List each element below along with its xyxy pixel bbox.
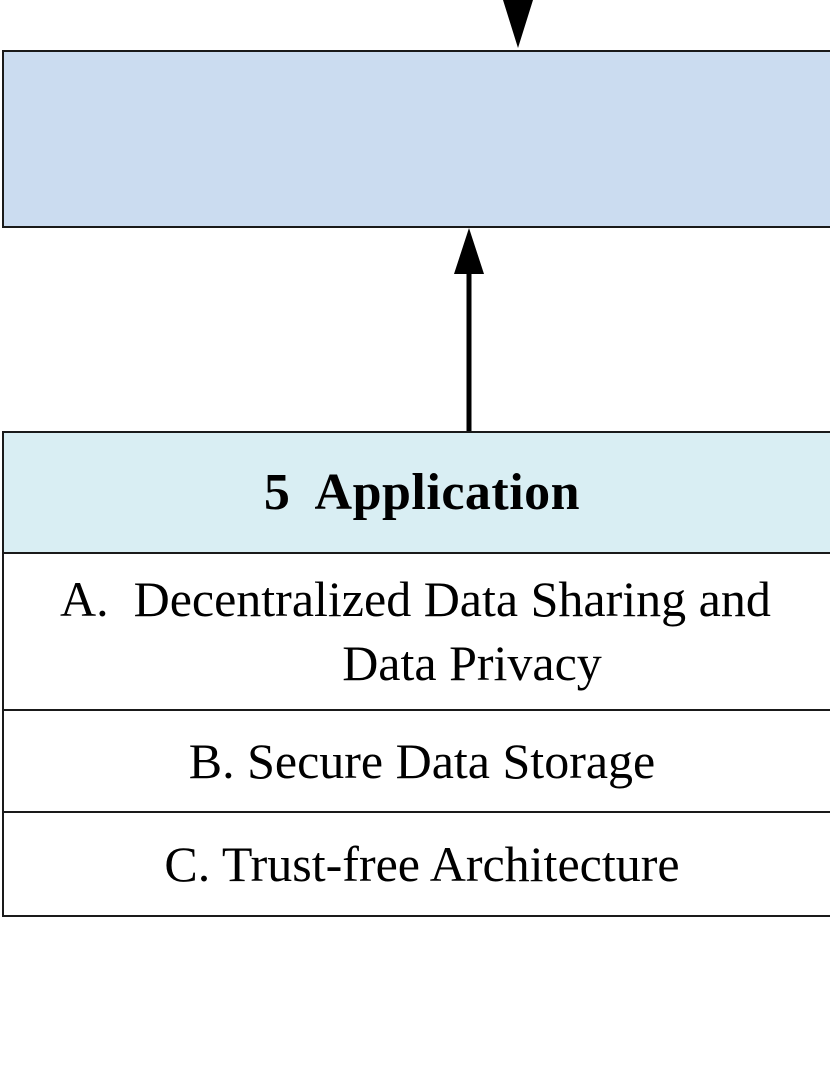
application-title: 5 Application <box>263 464 581 521</box>
arrow-into-top-box <box>503 0 533 48</box>
item-a-line2: Data Privacy <box>342 635 602 691</box>
item-a-line1: A. Decentralized Data Sharing and <box>60 571 771 627</box>
top-layer-box <box>2 50 830 228</box>
application-layer: 5 Application A. Decentralized Data Shar… <box>2 431 830 917</box>
application-header: 5 Application <box>4 433 830 554</box>
item-c-text: C. Trust-free Architecture <box>164 836 680 892</box>
application-item-a: A. Decentralized Data Sharing and Data P… <box>4 554 830 711</box>
application-item-b: B. Secure Data Storage <box>4 711 830 813</box>
item-b-text: B. Secure Data Storage <box>188 733 656 789</box>
application-item-c: C. Trust-free Architecture <box>4 813 830 917</box>
